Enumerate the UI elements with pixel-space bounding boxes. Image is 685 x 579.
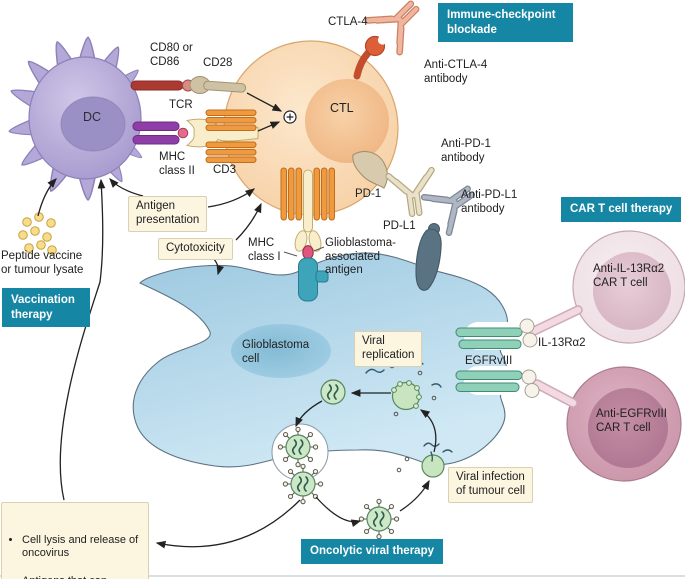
ctl-cell bbox=[223, 40, 399, 216]
label-ctla4: CTLA-4 bbox=[328, 16, 368, 28]
ctl-nucleus bbox=[305, 79, 389, 163]
peptide-vaccine-dots bbox=[18, 212, 57, 255]
mhc-class-i bbox=[298, 257, 329, 302]
gaa-leader-line bbox=[313, 246, 325, 252]
pd1-receptor bbox=[352, 151, 388, 189]
arrow-antigen-presentation-to-dc bbox=[109, 178, 144, 197]
label-cd3: CD3 bbox=[213, 164, 237, 176]
label-egfrviii: EGFRvIII bbox=[465, 355, 513, 367]
tcr-vertical bbox=[294, 169, 322, 252]
glioblastoma-nucleus bbox=[231, 324, 331, 378]
arrow-infection-to-replication bbox=[419, 409, 437, 453]
car-binder-rod-egfr bbox=[521, 369, 578, 408]
oncovirus-in-cell-icon bbox=[321, 380, 345, 404]
label-mhc-class-i: MHC class I bbox=[248, 237, 281, 263]
note-cytotoxicity: Cytotoxicity bbox=[158, 238, 233, 260]
arrow-cd28-to-costim bbox=[246, 92, 283, 112]
oncovirus-in-bubble-icon bbox=[278, 427, 317, 466]
note-viral-infection: Viral infection of tumour cell bbox=[448, 467, 534, 503]
oncovirus-free-icon bbox=[359, 499, 398, 538]
virus-infecting-cell bbox=[396, 442, 453, 478]
label-car-t-il13-cell: Anti-IL-13Rα2 CAR T cell bbox=[593, 263, 665, 289]
egfrviii-receptor bbox=[455, 370, 523, 392]
mhc1-leader-line bbox=[283, 251, 298, 257]
label-tcr: TCR bbox=[169, 99, 193, 111]
cd3-horizontal-coils bbox=[205, 109, 257, 163]
costimulation-plus-icon bbox=[283, 110, 297, 124]
label-car-t-egfr-cell: Anti-EGFRvIII CAR T cell bbox=[596, 408, 667, 434]
label-glioblastoma-cell: Glioblastoma cell bbox=[242, 339, 310, 365]
therapy-immune-checkpoint-blockade: Immune-checkpoint blockade bbox=[438, 3, 573, 43]
car-binder-rod-il13 bbox=[519, 305, 583, 348]
pdl1-receptor bbox=[415, 223, 442, 291]
glioblastoma-cell bbox=[132, 252, 509, 468]
note-lysis-effects: Cell lysis and release of oncovirus Anti… bbox=[1, 502, 149, 579]
arrow-cytotoxicity-to-tumour bbox=[213, 258, 225, 276]
label-peptide-vaccine: Peptide vaccine or tumour lysate bbox=[1, 250, 84, 276]
label-anti-ctla4-antibody: Anti-CTLA-4 antibody bbox=[424, 59, 488, 85]
label-anti-pdl1-antibody: Anti-PD-L1 antibody bbox=[461, 189, 518, 215]
diagram-arrows bbox=[37, 92, 437, 549]
label-mhc-class-ii: MHC class II bbox=[159, 151, 195, 177]
note-viral-replication: Viral replication bbox=[354, 331, 423, 367]
label-pd1: PD-1 bbox=[355, 188, 382, 200]
dc-nucleus bbox=[60, 96, 126, 152]
cd28-receptor bbox=[189, 76, 247, 94]
arrow-cytotoxicity-to-ctl bbox=[235, 202, 262, 241]
note-antigen-presentation: Antigen presentation bbox=[128, 196, 208, 232]
mhc2-antigen-peptide bbox=[177, 127, 189, 139]
arrow-virion-to-bubble bbox=[295, 400, 323, 428]
label-dc-cell: DC bbox=[83, 110, 102, 124]
lysis-effects-list: Cell lysis and release of oncovirus Anti… bbox=[9, 520, 141, 579]
arrow-free-virus-to-infection bbox=[399, 479, 430, 512]
label-anti-pd1-antibody: Anti-PD-1 antibody bbox=[441, 138, 491, 164]
arrow-tcr-to-costim bbox=[257, 121, 281, 132]
arrow-vaccine-to-dc bbox=[37, 178, 57, 217]
therapy-oncolytic-viral: Oncolytic viral therapy bbox=[301, 539, 443, 564]
label-pdl1: PD-L1 bbox=[383, 220, 416, 232]
il13ra2-receptor bbox=[455, 327, 523, 349]
mhc-class-ii bbox=[132, 121, 180, 145]
label-il13ra2: IL-13Rα2 bbox=[538, 337, 586, 349]
dendritic-cell bbox=[7, 36, 146, 202]
arrow-lysis-to-dc bbox=[59, 178, 106, 501]
arrow-release-to-free-virus bbox=[315, 496, 362, 528]
glioblastoma-associated-antigen bbox=[302, 245, 314, 260]
therapy-car-t-cell: CAR T cell therapy bbox=[561, 197, 682, 222]
car-t-cell-il13 bbox=[572, 230, 685, 344]
label-cd80-cd86: CD80 or CD86 bbox=[150, 42, 193, 68]
cd80-cd86-ligand bbox=[130, 79, 194, 92]
label-glioblastoma-associated-antigen: Glioblastoma- associated antigen bbox=[325, 237, 396, 277]
arrow-bubble-to-lysis-note bbox=[155, 499, 301, 549]
therapy-vaccination: Vaccination therapy bbox=[2, 288, 90, 328]
ctla4-receptor bbox=[353, 35, 388, 80]
lysis-effect-item: Antigens that can promote an antitumour … bbox=[22, 575, 141, 579]
label-ctl-cell: CTL bbox=[330, 101, 354, 115]
virus-replicating-cell bbox=[365, 361, 442, 417]
lysis-effect-item: Cell lysis and release of oncovirus bbox=[22, 534, 141, 560]
label-cd28: CD28 bbox=[203, 57, 233, 69]
car-t-cell-egfr bbox=[566, 366, 682, 482]
cd3-vertical-coils bbox=[280, 167, 335, 221]
anti-pd1-antibody bbox=[389, 170, 438, 216]
arrow-antigen-presentation-to-ctl bbox=[207, 188, 256, 208]
